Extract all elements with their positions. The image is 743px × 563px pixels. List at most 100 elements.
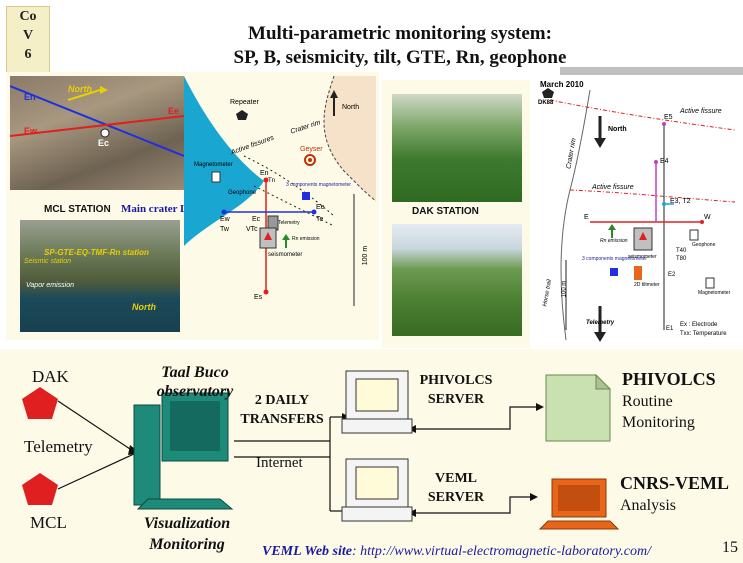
transfers-line-2: TRANSFERS <box>240 412 324 427</box>
dak-map-fissure1: Active fissure <box>680 108 722 115</box>
dak-map-w: W <box>704 214 711 221</box>
veml-server-line-1: VEML <box>435 471 477 486</box>
mcl-photo2-north: North <box>132 302 156 312</box>
website-url: : http://www.virtual-electromagnetic-lab… <box>351 544 651 559</box>
visualization-line-2: Monitoring <box>149 536 225 553</box>
cnrs-veml-sub: Analysis <box>620 497 676 514</box>
observatory-label: Taal Buco observatory <box>156 364 234 400</box>
dak-photo-top <box>392 94 522 202</box>
visualization-line-1: Visualization <box>143 515 231 532</box>
dak-network-label: DAK <box>32 367 69 386</box>
title-line-1: Multi-parametric monitoring system: <box>248 23 552 44</box>
network-diagram: DAK Telemetry MCL Taal Buco observatory … <box>0 349 743 563</box>
phivolcs-title: PHIVOLCS <box>622 369 716 389</box>
dak-map-e: E <box>584 214 589 221</box>
mcl-map-es: Es <box>254 294 263 301</box>
dak-map-t40: T40 <box>676 248 687 254</box>
mcl-aerial-photo: North Ec Ew Ee En <box>10 76 184 190</box>
dak-map-rn: Rn emission <box>600 238 628 244</box>
mcl-photo-en: En <box>24 92 36 102</box>
network-drawing <box>22 370 620 530</box>
dak-map-tiltmeter: 2D tiltmeter <box>634 282 660 288</box>
dak-map-fissure2: Active fissure <box>592 184 634 191</box>
mcl-photo2-seismic: Seismic station <box>24 258 72 265</box>
telemetry-network-label: Telemetry <box>24 437 93 456</box>
mcl-map-repeater: Repeater <box>230 99 259 106</box>
phivolcs-server-label: PHIVOLCS SERVER <box>414 371 498 409</box>
dak-map-legend2: Txx: Temperature <box>680 331 727 337</box>
mcl-photo-ew: Ew <box>24 126 38 136</box>
mcl-map-north: North <box>342 104 360 111</box>
title-line-2: SP, B, seismicity, tilt, GTE, Rn, geopho… <box>233 47 567 68</box>
mcl-photo2-vapor: Vapor emission <box>26 282 74 289</box>
mcl-station-photo: SP-GTE-EQ-TMF-Rn station Seismic station… <box>20 220 180 332</box>
mcl-station-map: Repeater North Crater rim Active fissure… <box>184 76 376 334</box>
slide-title: Multi-parametric monitoring system: SP, … <box>120 22 680 70</box>
mcl-map-ew: Ew <box>220 216 230 223</box>
internet-label: Internet <box>256 455 303 471</box>
mcl-map-tn: Tn <box>268 178 276 184</box>
dak-map-e5: E5 <box>664 114 673 121</box>
phivolcs-server-line-1: PHIVOLCS <box>419 373 493 388</box>
dak-map-e2: E2 <box>668 272 676 278</box>
dak-map-3comp: 3 components magnetometer <box>582 256 648 262</box>
cnrs-veml-title: CNRS-VEML <box>620 473 730 493</box>
mcl-station-panel: North Ec Ew Ee En MCL STATION Main crate… <box>6 72 379 340</box>
mcl-map-te: Te <box>316 216 324 223</box>
dak-map-drawing <box>542 88 736 342</box>
visualization-label: Visualization Monitoring <box>136 513 238 555</box>
dak-map-scale: 100 m <box>561 280 568 298</box>
dak-map-e3t2: E3, T2 <box>670 198 691 205</box>
mcl-network-label: MCL <box>30 513 67 532</box>
transfers-line-1: 2 DAILY <box>254 393 310 408</box>
veml-server-line-2: SERVER <box>427 490 485 505</box>
mcl-photo-ec: Ec <box>98 138 110 148</box>
veml-website-link[interactable]: VEML Web site: http://www.virtual-electr… <box>262 544 651 560</box>
mcl-map-3comp: 3 components magnetometer <box>286 182 352 188</box>
mcl-map-vtc: VTc <box>246 226 258 233</box>
badge-line-2: V <box>22 28 34 43</box>
mcl-lake-label: Main crater Lake <box>121 203 204 215</box>
mcl-map-magnetometer: Magnetometer <box>194 162 233 168</box>
mcl-photo-north: North <box>68 84 92 94</box>
mcl-map-seismometer: seismometer <box>268 252 303 258</box>
dak-station-map: March 2010 DK88 Active fissure Active fi… <box>530 80 740 348</box>
transfers-label: 2 DAILY TRANSFERS <box>232 391 332 429</box>
dak-station-pentagon <box>22 387 58 419</box>
dak-station-panel: DAK STATION <box>382 80 740 348</box>
mcl-photo-overlay <box>10 85 184 157</box>
dak-map-e4: E4 <box>660 158 669 165</box>
slide-number-badge: Co V 6 <box>6 6 50 74</box>
phivolcs-sub-1: Routine <box>622 393 673 410</box>
mcl-station-label: MCL STATION <box>44 204 111 215</box>
phivolcs-server-line-2: SERVER <box>427 392 485 407</box>
website-prefix: VEML Web site <box>262 544 352 559</box>
dak-map-dk88: DK88 <box>538 100 554 106</box>
mcl-photo-ee: Ee <box>168 106 180 116</box>
dak-map-north: North <box>608 126 627 133</box>
mcl-map-ee: Ee <box>316 204 325 211</box>
mcl-station-pentagon <box>22 473 58 505</box>
mcl-map-rn: Rn emission <box>292 236 320 242</box>
mcl-map-en: En <box>260 170 269 177</box>
mcl-map-geophone: Geophone <box>228 190 257 196</box>
dak-map-e1: E1 <box>666 326 674 332</box>
dak-map-telemetry: Telemetry <box>586 320 615 326</box>
badge-line-3: 6 <box>24 47 32 62</box>
mcl-map-geyser: Geyser <box>300 146 323 153</box>
dak-map-magnetometer: Magnetometer <box>698 290 731 296</box>
veml-server-label: VEML SERVER <box>414 469 498 507</box>
mcl-map-tw: Tw <box>220 226 229 233</box>
phivolcs-sub-2: Monitoring <box>622 414 695 431</box>
title-accent-bar <box>560 67 743 75</box>
dak-map-date: March 2010 <box>540 80 584 89</box>
dak-photo-bottom <box>392 224 522 336</box>
mcl-map-ec: Ec <box>252 216 261 223</box>
dak-map-legend1: Ex : Electrode <box>680 322 718 328</box>
dak-map-t80: T80 <box>676 256 687 262</box>
mcl-map-scale: 100 m <box>362 245 370 266</box>
badge-line-1: Co <box>19 9 37 24</box>
mcl-map-telemetry: Telemetry <box>278 220 300 226</box>
dak-station-label: DAK STATION <box>412 206 479 217</box>
mcl-map-drawing <box>184 76 376 306</box>
